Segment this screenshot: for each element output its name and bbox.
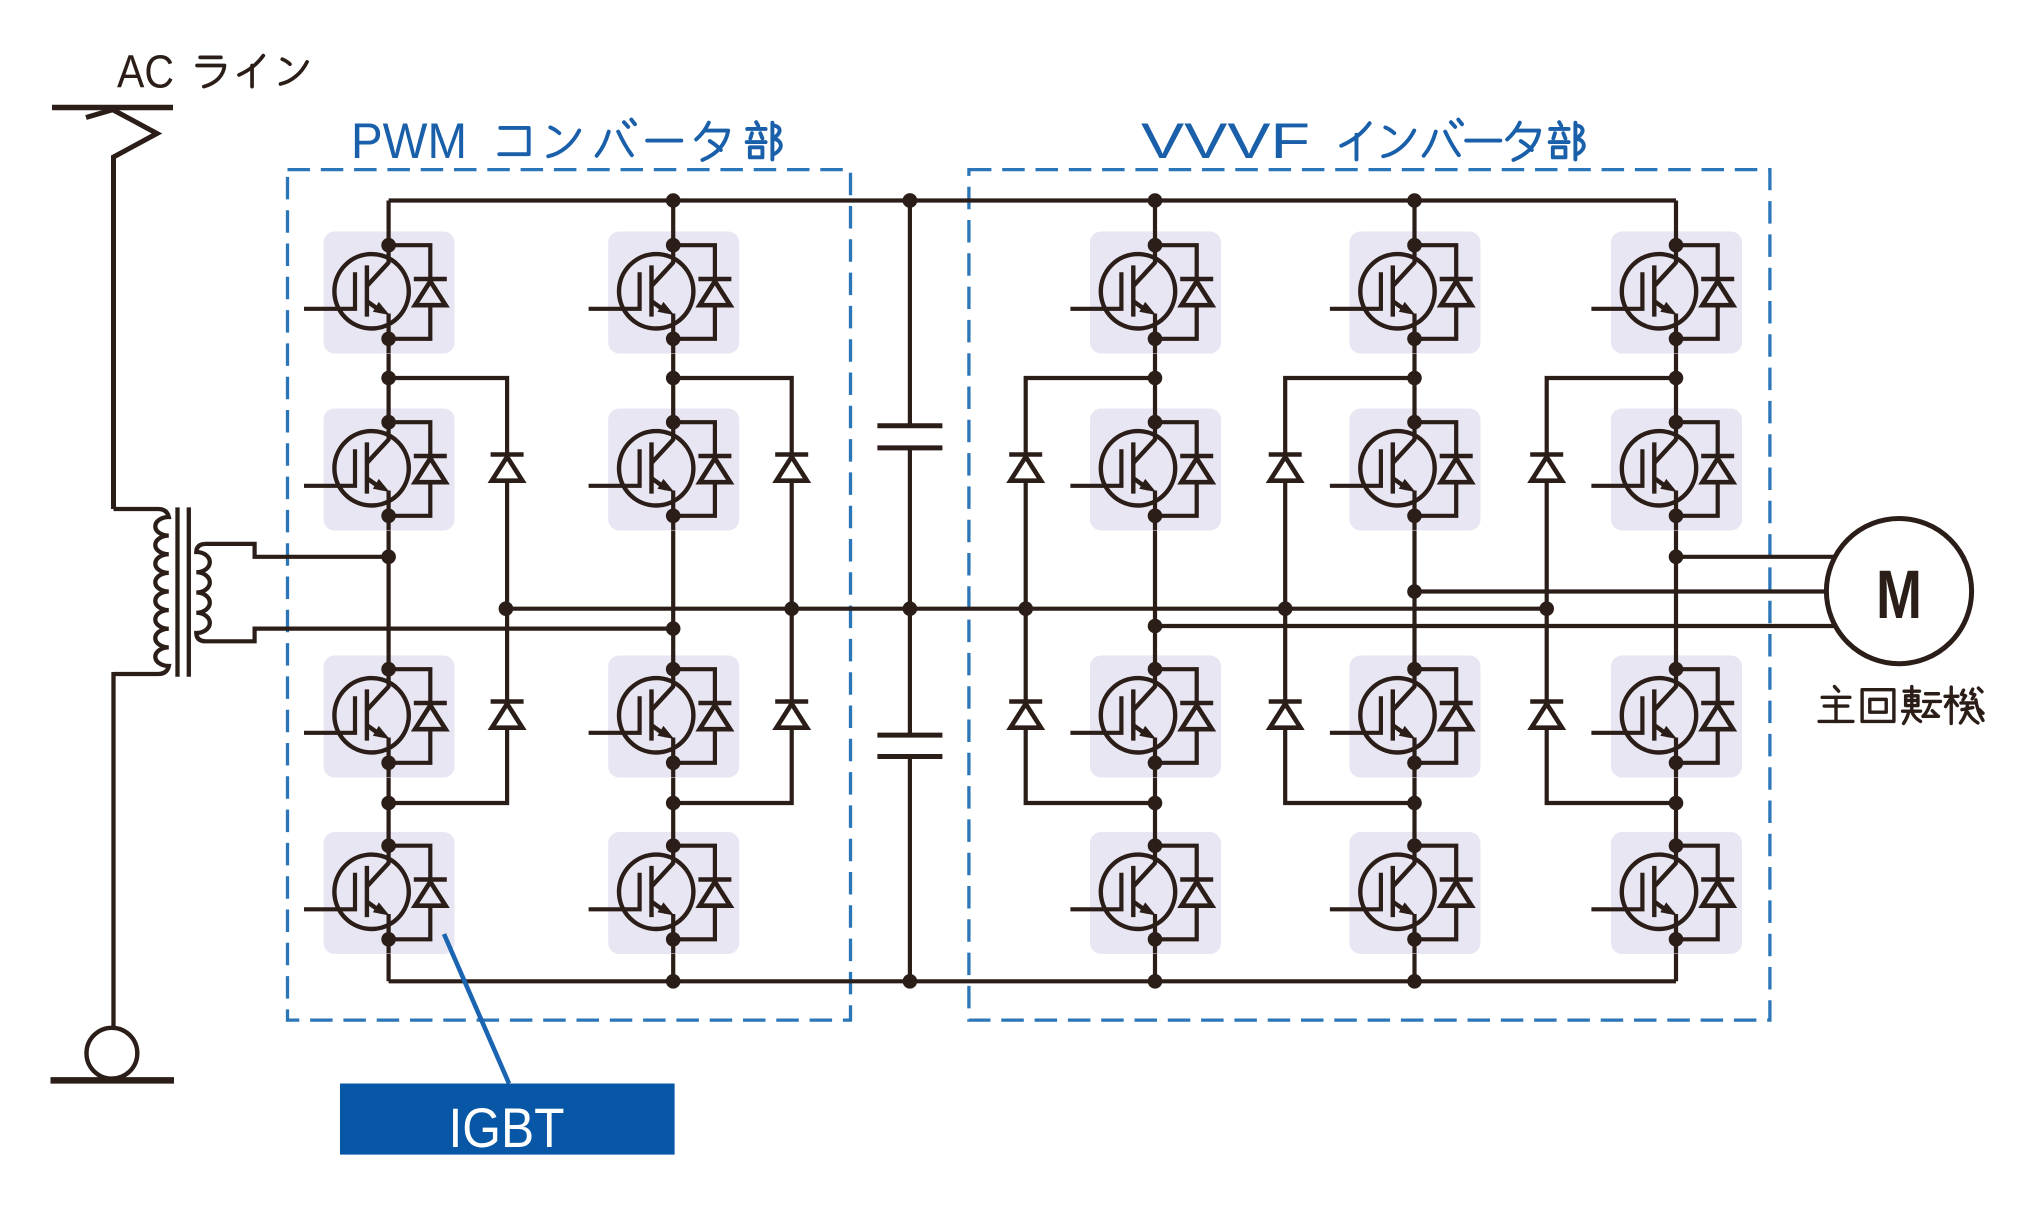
svg-text:IGBT: IGBT <box>449 1096 565 1159</box>
svg-text:AC: AC <box>117 46 174 98</box>
svg-text:M: M <box>1876 556 1922 633</box>
svg-text:VVVF: VVVF <box>1141 113 1310 169</box>
svg-text:PWM: PWM <box>351 113 467 169</box>
